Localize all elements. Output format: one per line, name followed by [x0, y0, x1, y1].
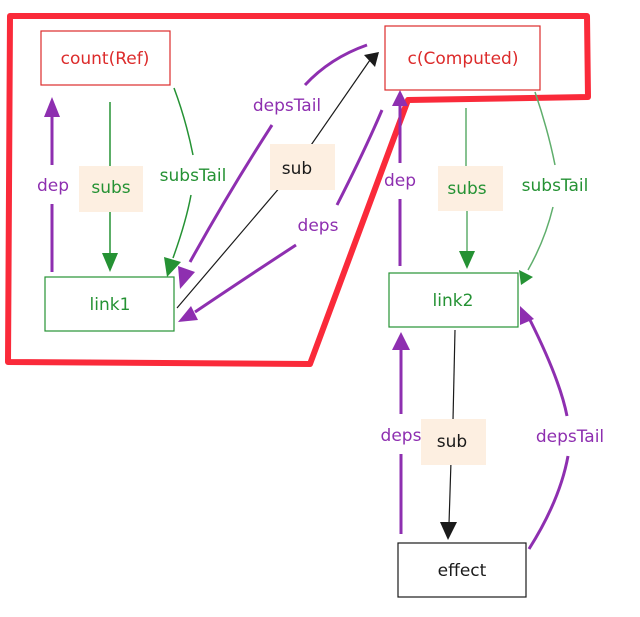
node-computed-label: c(Computed) — [408, 49, 519, 69]
node-link1[interactable]: link1 — [44, 276, 175, 332]
edge-count-subsTail-line-top — [173, 87, 194, 156]
label-bg-link1-sub — [270, 144, 335, 190]
edge-label-computed-subsTail: subsTail — [522, 176, 589, 196]
edge-link2-sub-arrowhead — [440, 522, 457, 540]
edge-count-dep-arrowhead — [44, 97, 60, 117]
edge-effect-depsTail-line-top — [528, 319, 569, 417]
edge-count-subs-arrowhead — [102, 253, 118, 272]
edge-label-computed-depsTail: depsTail — [253, 96, 321, 116]
edge-count-subsTail-line-bottom — [172, 194, 192, 259]
edge-label-link1-sub: sub — [282, 159, 312, 179]
node-computed[interactable]: c(Computed) — [384, 25, 541, 91]
edge-effect-deps-arrowhead — [392, 332, 410, 350]
edge-computed-subsTail-line-top — [534, 91, 556, 166]
edge-link2-sub-line-top — [452, 329, 456, 421]
edge-computed-subsTail-line-bottom — [527, 206, 554, 271]
edge-effect-depsTail-line-bottom — [527, 455, 570, 550]
node-count-ref[interactable]: count(Ref) — [40, 30, 171, 86]
edge-label-computed-deps: deps — [298, 216, 339, 236]
edge-link2-sub-line-bottom — [448, 460, 452, 525]
edge-computed-deps-arrowhead — [178, 306, 198, 322]
edge-computed-subsTail-arrowhead — [519, 270, 533, 285]
node-link2-label: link2 — [433, 291, 474, 311]
edge-computed-depsTail-arrowhead — [178, 266, 195, 289]
edge-link1-sub-line-bottom — [176, 185, 282, 309]
label-bg-link2-sub — [421, 419, 486, 465]
edge-computed-dep-arrowhead — [392, 90, 408, 106]
edge-label-effect-deps: deps — [381, 426, 422, 446]
label-bg-computed-subs — [438, 166, 503, 211]
edge-link1-sub-arrowhead — [364, 52, 379, 67]
label-bg-count-subs — [79, 166, 143, 212]
edge-label-link2-sub: sub — [437, 432, 467, 452]
node-effect-label: effect — [438, 561, 487, 581]
edge-label-computed-subs: subs — [447, 179, 486, 199]
edge-computed-deps-line-top — [335, 109, 384, 206]
edge-label-count-dep: dep — [37, 176, 69, 196]
node-effect[interactable]: effect — [397, 542, 527, 598]
edge-link1-sub-line-top — [308, 59, 371, 149]
edge-computed-depsTail-line-bottom — [188, 124, 274, 263]
edge-count-subsTail-arrowhead — [164, 257, 181, 277]
node-count-ref-label: count(Ref) — [61, 49, 150, 69]
edge-label-computed-dep: dep — [384, 171, 416, 191]
edge-effect-depsTail-arrowhead — [520, 306, 534, 325]
edge-label-count-subs: subs — [91, 178, 130, 198]
edge-label-effect-depsTail: depsTail — [536, 427, 604, 447]
node-link1-label: link1 — [90, 295, 131, 315]
highlight-region — [5, 13, 591, 367]
edge-label-count-subsTail: subsTail — [160, 166, 227, 186]
edge-computed-subs-arrowhead — [459, 251, 475, 269]
node-link2[interactable]: link2 — [388, 272, 519, 328]
edge-computed-deps-line-bottom — [194, 243, 297, 314]
edge-computed-depsTail-line-top — [303, 43, 368, 87]
